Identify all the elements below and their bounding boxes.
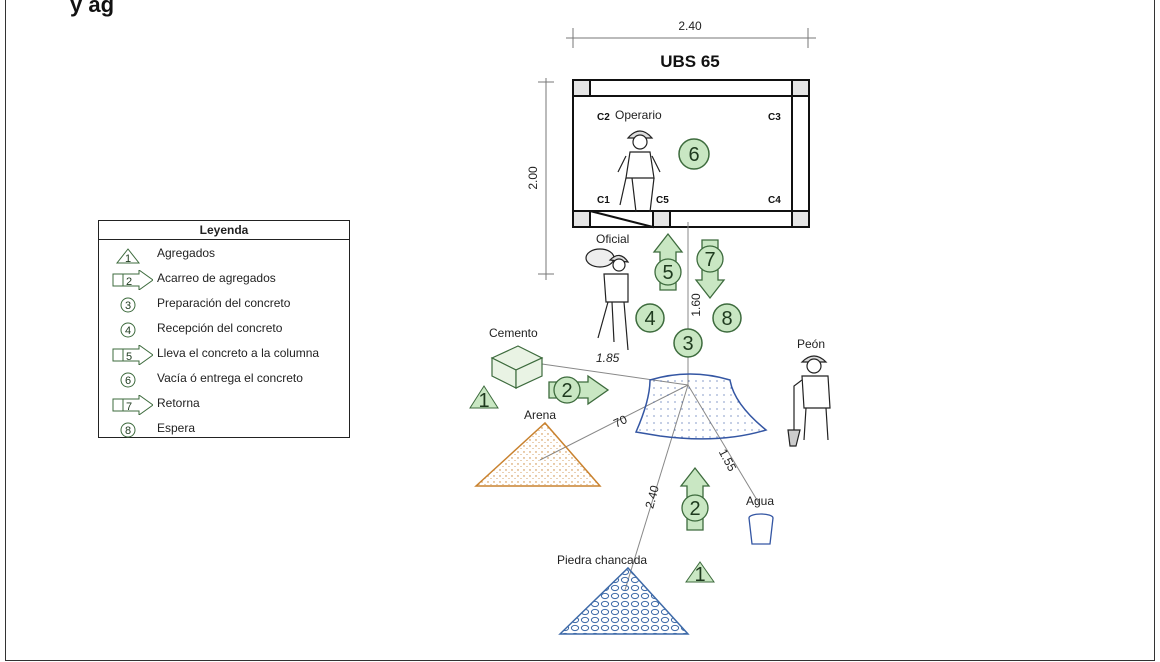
svg-text:7: 7 xyxy=(704,249,715,271)
concrete-mix-pile xyxy=(634,373,768,440)
column-c2: C2 xyxy=(597,112,610,123)
height-dimension: 2.00 xyxy=(526,78,554,280)
legend-item-number: 5 xyxy=(126,351,132,363)
agua-label: Agua xyxy=(746,494,774,508)
legend-item: 4 Recepción del concreto xyxy=(99,318,349,340)
dist-185: 1.85 xyxy=(596,351,620,365)
legend-item: 2 Acarreo de agregados xyxy=(99,268,349,290)
building-title: UBS 65 xyxy=(660,52,720,71)
column-c3: C3 xyxy=(768,112,781,123)
legend-item: 3 Preparación del concreto xyxy=(99,293,349,315)
legend-item-label: Espera xyxy=(157,421,196,435)
legend-circle-symbol: 1 xyxy=(115,248,141,265)
legend-item-label: Agregados xyxy=(157,246,216,260)
legend-item: 6 Vacía ó entrega el concreto xyxy=(99,368,349,390)
operario-figure xyxy=(617,130,661,213)
legend-arrow-symbol: 7 xyxy=(112,395,153,415)
svg-text:6: 6 xyxy=(688,144,699,166)
legend-item-number: 3 xyxy=(125,300,131,312)
legend-item-label: Preparación del concreto xyxy=(157,296,291,310)
oficial-figure xyxy=(585,248,630,351)
marker-2-arrow-up: 2 xyxy=(679,466,711,531)
legend-item-number: 7 xyxy=(126,401,132,413)
dist-160: 1.60 xyxy=(689,293,703,317)
legend-item-number: 4 xyxy=(125,325,131,337)
legend-circle-symbol: 6 xyxy=(120,372,136,388)
dist-70: 70 xyxy=(611,412,629,430)
marker-8: 8 xyxy=(712,303,742,333)
legend-item-label: Retorna xyxy=(157,396,200,410)
crushed-stone-pile xyxy=(558,566,690,635)
legend-item-label: Acarreo de agregados xyxy=(157,271,276,285)
cement-bags xyxy=(490,345,544,389)
legend-box: Leyenda 1 Agregados 2 Acarreo de agregados 3… xyxy=(98,220,350,438)
legend-item: 7 Retorna xyxy=(99,393,349,415)
cemento-label: Cemento xyxy=(489,326,538,340)
legend-item-number: 6 xyxy=(125,375,131,387)
svg-text:3: 3 xyxy=(682,333,693,355)
sand-pile xyxy=(474,421,602,487)
column-c5: C5 xyxy=(656,195,669,206)
svg-text:2: 2 xyxy=(561,380,572,402)
peon-figure xyxy=(787,355,831,447)
marker-4: 4 xyxy=(635,303,665,333)
piedra-label: Piedra chancada xyxy=(557,553,647,567)
legend-item: 5 Lleva el concreto a la columna xyxy=(99,343,349,365)
legend-item-number: 1 xyxy=(125,253,131,265)
legend-item-label: Recepción del concreto xyxy=(157,321,283,335)
page-title-fragment: y ag xyxy=(70,0,115,17)
width-dim-label: 2.40 xyxy=(678,19,702,33)
diagram-frame xyxy=(5,0,1155,661)
svg-text:1: 1 xyxy=(694,564,705,586)
arena-label: Arena xyxy=(524,408,556,422)
water-bucket xyxy=(748,513,774,545)
legend-item-number: 2 xyxy=(126,276,132,288)
peon-label: Peón xyxy=(797,337,825,351)
column-c1: C1 xyxy=(597,195,610,206)
legend-item-label: Vacía ó entrega el concreto xyxy=(157,371,303,385)
svg-text:8: 8 xyxy=(721,308,732,330)
marker-5-arrow-up: 5 xyxy=(652,232,684,291)
svg-text:5: 5 xyxy=(662,262,673,284)
marker-7-arrow-down: 7 xyxy=(694,239,726,300)
legend-circle-symbol: 8 xyxy=(120,422,136,438)
legend-title: Leyenda xyxy=(99,221,349,240)
svg-text:1: 1 xyxy=(478,390,489,412)
marker-6: 6 xyxy=(678,138,710,170)
legend-arrow-symbol: 2 xyxy=(112,270,153,290)
marker-2-arrow-right: 2 xyxy=(548,374,610,406)
dist-155: 1.55 xyxy=(716,447,739,474)
oficial-label: Oficial xyxy=(596,232,629,246)
column-c4: C4 xyxy=(768,195,781,206)
marker-1-aggregates-bottom: 1 xyxy=(685,561,715,586)
legend-circle-symbol: 4 xyxy=(120,322,136,338)
legend-item-label: Lleva el concreto a la columna xyxy=(157,346,320,360)
legend-item: 1 Agregados xyxy=(99,243,349,265)
height-dim-label: 2.00 xyxy=(526,166,540,190)
svg-text:2: 2 xyxy=(689,498,700,520)
svg-text:4: 4 xyxy=(644,308,655,330)
legend-item: 8 Espera xyxy=(99,418,349,440)
dist-240: 2.40 xyxy=(642,484,662,510)
legend-item-number: 8 xyxy=(125,425,131,437)
building-walls xyxy=(572,79,810,229)
marker-1-aggregates-left: 1 xyxy=(469,385,499,412)
marker-3: 3 xyxy=(673,328,703,358)
legend-arrow-symbol: 5 xyxy=(112,345,153,365)
legend-circle-symbol: 3 xyxy=(120,297,136,313)
operario-label: Operario xyxy=(615,108,662,122)
width-dimension: 2.40 xyxy=(566,19,816,48)
